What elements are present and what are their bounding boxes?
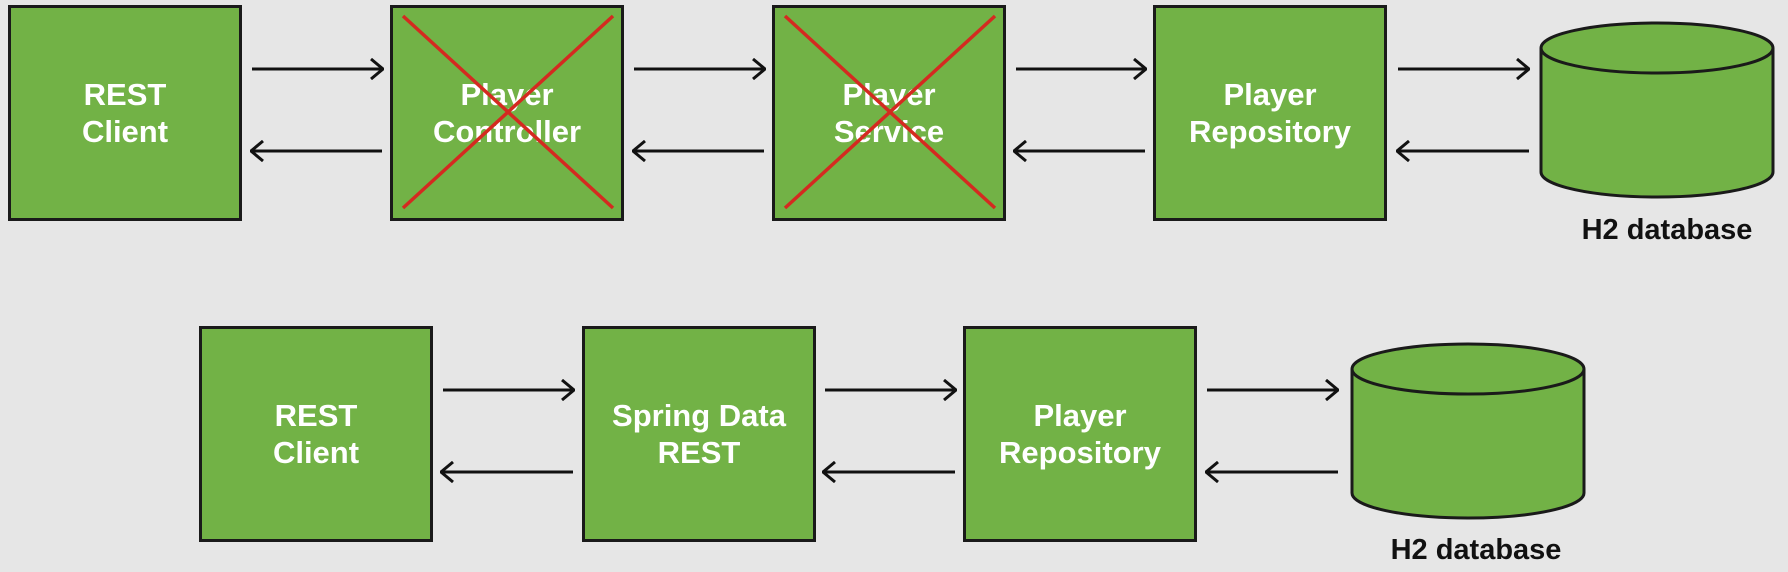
rest-client-label: REST Client bbox=[272, 398, 360, 470]
player-repository-label: Player Repository bbox=[1189, 77, 1351, 149]
player-repository-box: Player Repository bbox=[1153, 5, 1387, 221]
database-cylinder-icon bbox=[1350, 342, 1586, 520]
database-label: H2 database bbox=[1390, 534, 1562, 566]
player-service-box: Player Service bbox=[772, 5, 1006, 221]
database-cylinder-icon bbox=[1539, 21, 1775, 199]
spring-data-rest-box: Spring Data REST bbox=[582, 326, 816, 542]
rest-client-box: REST Client bbox=[199, 326, 433, 542]
player-repository-label: Player Repository bbox=[999, 398, 1161, 470]
removed-cross-icon bbox=[401, 14, 615, 210]
player-repository-box: Player Repository bbox=[963, 326, 1197, 542]
rest-client-box: REST Client bbox=[8, 5, 242, 221]
database-label: H2 database bbox=[1581, 214, 1753, 246]
spring-data-rest-label: Spring Data REST bbox=[612, 398, 786, 470]
removed-cross-icon bbox=[783, 14, 997, 210]
player-controller-box: Player Controller bbox=[390, 5, 624, 221]
rest-client-label: REST Client bbox=[81, 77, 169, 149]
